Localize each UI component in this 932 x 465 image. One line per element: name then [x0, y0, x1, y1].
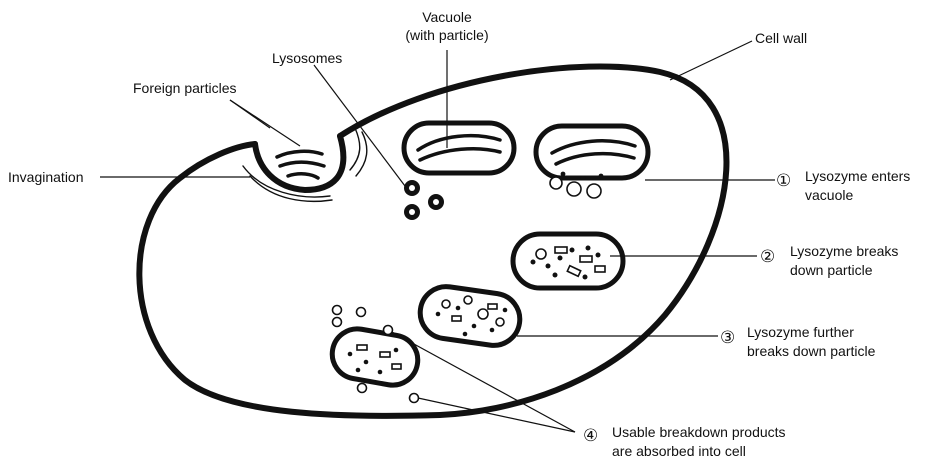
step-1-text: Lysozyme enters [805, 168, 910, 184]
vacuole-label: Vacuole [422, 9, 472, 25]
vacuole-label-sub: (with particle) [405, 27, 488, 43]
lysosome-group [404, 180, 444, 220]
step-4-number: ④ [583, 426, 598, 446]
vacuole-step-4 [328, 325, 421, 389]
invagination-label: Invagination [8, 169, 84, 185]
step-2-text: Lysozyme breaks [790, 243, 898, 259]
step-3-text-line2: breaks down particle [747, 343, 876, 359]
vacuole-step-3 [417, 283, 523, 348]
vacuole-step-1 [536, 126, 648, 198]
cell-wall-label: Cell wall [755, 30, 807, 46]
foreign-particle-fibers [277, 151, 324, 178]
step-2-number: ② [760, 247, 775, 267]
step-3-text: Lysozyme further [747, 324, 854, 340]
vacuole-step-2 [513, 234, 623, 288]
step-1-text-line2: vacuole [805, 187, 853, 203]
cell-membrane [139, 67, 726, 416]
step-4-text-line2: are absorbed into cell [612, 443, 746, 459]
vacuole-with-particle [404, 123, 514, 173]
step-4-text: Usable breakdown products [612, 424, 786, 440]
step-1-number: ① [776, 171, 791, 191]
foreign-particles-label: Foreign particles [133, 80, 237, 96]
step-2-text-line2: down particle [790, 262, 873, 278]
lysosomes-label: Lysosomes [272, 50, 342, 66]
leader-lines [100, 41, 775, 432]
step-3-number: ③ [720, 328, 735, 348]
